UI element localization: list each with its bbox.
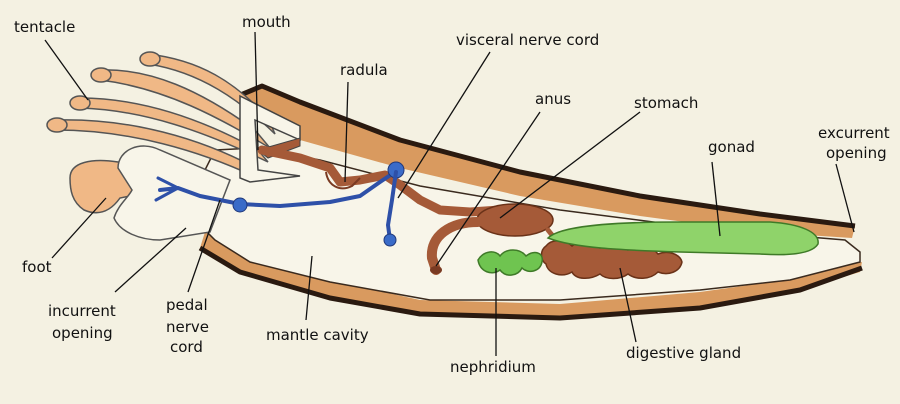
label-gonad: gonad bbox=[708, 138, 755, 156]
shell-lower-edge bbox=[198, 245, 863, 321]
label-anus: anus bbox=[535, 90, 571, 108]
pedal-nerve-branch bbox=[154, 176, 180, 202]
anus-opening bbox=[430, 266, 442, 274]
intestine bbox=[426, 217, 483, 275]
label-excurrent-opening: opening bbox=[826, 144, 887, 162]
label-radula: radula bbox=[340, 61, 388, 79]
mantle-outer-lower bbox=[200, 232, 862, 318]
label-pedal: pedal bbox=[166, 296, 208, 314]
label-incurrent-opening: opening bbox=[52, 324, 113, 342]
foot-stalk bbox=[113, 145, 231, 241]
stomach-shape bbox=[476, 203, 554, 237]
label-nephridium: nephridium bbox=[450, 358, 536, 376]
label-mouth: mouth bbox=[242, 13, 291, 31]
label-foot: foot bbox=[22, 258, 52, 276]
tentacles bbox=[46, 51, 276, 182]
visceral-ganglion bbox=[383, 233, 397, 247]
gonad-shape bbox=[546, 221, 819, 256]
label-visceral-nerve-cord: visceral nerve cord bbox=[456, 31, 599, 49]
label-tentacle: tentacle bbox=[14, 18, 75, 36]
label-incurrent: incurrent bbox=[48, 302, 116, 320]
label-mantle-cavity: mantle cavity bbox=[266, 326, 369, 344]
visceral-nerve bbox=[385, 170, 398, 242]
snout bbox=[239, 94, 301, 183]
label-digestive-gland: digestive gland bbox=[626, 344, 741, 362]
pedal-nerve bbox=[158, 170, 397, 208]
label-pedal-nerve-cord: cord bbox=[170, 338, 203, 356]
label-excurrent: excurrent bbox=[818, 124, 890, 142]
leader-lines bbox=[44, 31, 855, 356]
pedal-ganglion bbox=[232, 197, 248, 213]
radula-sac bbox=[325, 171, 361, 190]
nephridium-shape bbox=[477, 249, 543, 276]
label-pedal-nerve: nerve bbox=[166, 318, 209, 336]
esophagus bbox=[257, 145, 525, 220]
label-stomach: stomach bbox=[634, 94, 698, 112]
shell-upper-edge bbox=[237, 83, 856, 229]
